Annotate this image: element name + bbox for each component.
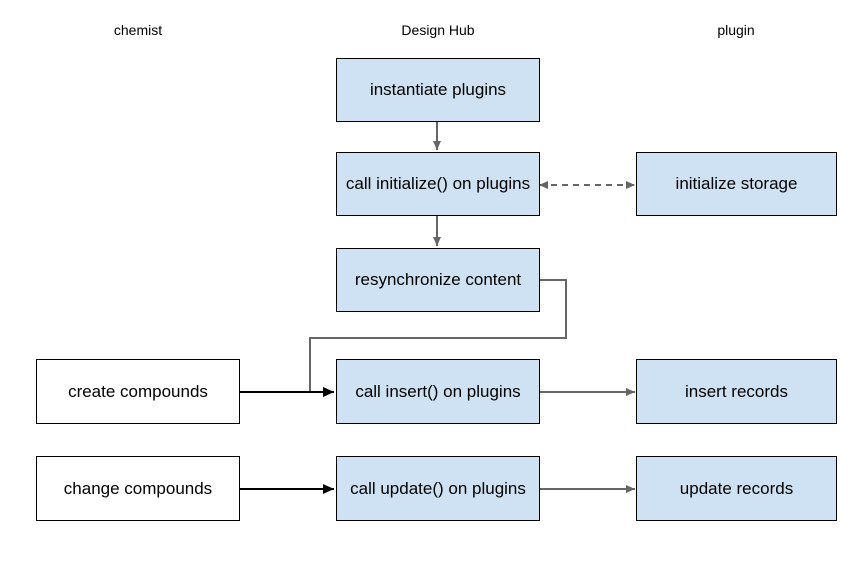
node-call-initialize: call initialize() on plugins	[336, 152, 540, 216]
lane-title-chemist: chemist	[113, 22, 163, 38]
node-call-update: call update() on plugins	[336, 456, 540, 521]
node-create-compounds: create compounds	[36, 359, 240, 424]
node-change-compounds: change compounds	[36, 456, 240, 521]
lane-title-design-hub: Design Hub	[401, 22, 475, 38]
lane-title-plugin: plugin	[717, 22, 755, 38]
node-call-insert: call insert() on plugins	[336, 359, 540, 424]
node-initialize-storage: initialize storage	[636, 152, 837, 216]
node-instantiate-plugins: instantiate plugins	[336, 58, 540, 122]
node-update-records: update records	[636, 456, 837, 521]
node-insert-records: insert records	[636, 359, 837, 424]
node-resynchronize-content: resynchronize content	[336, 248, 540, 312]
